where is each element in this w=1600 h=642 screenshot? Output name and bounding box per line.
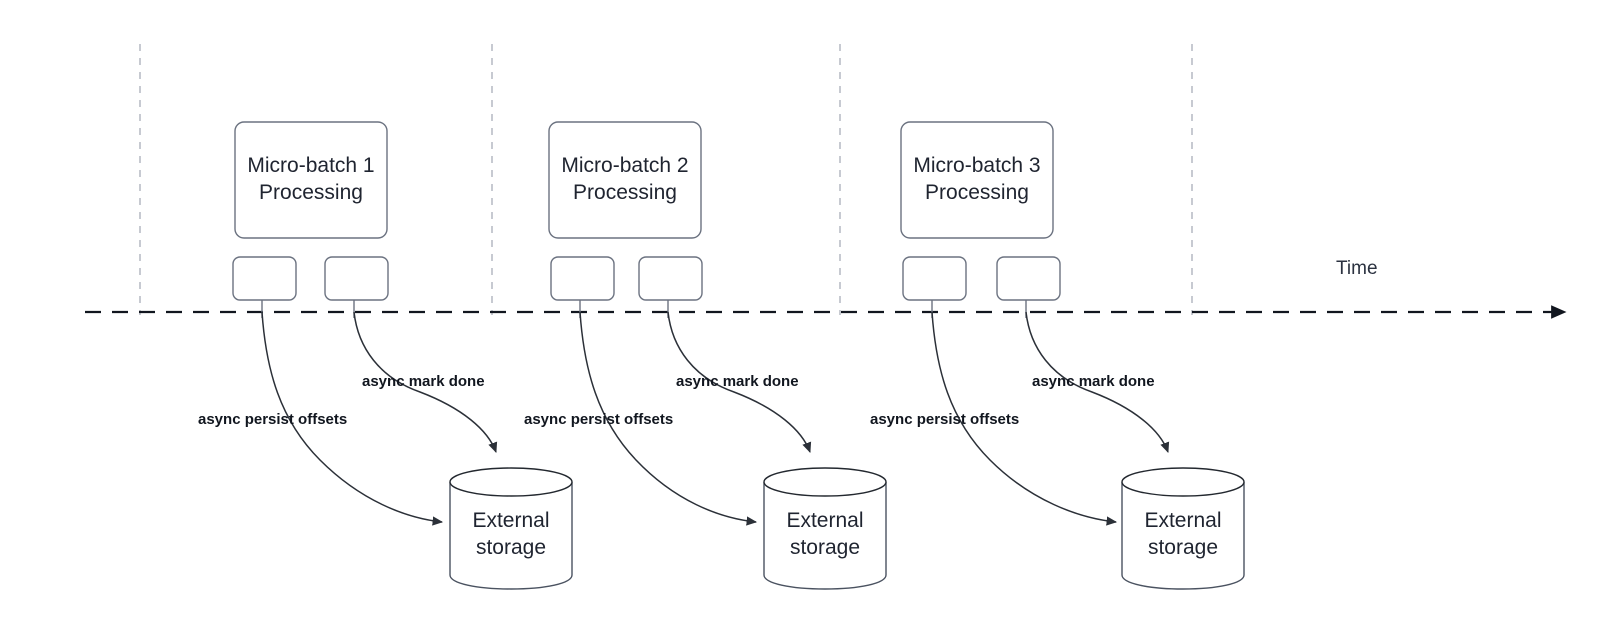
external-storage-1-body	[449, 482, 573, 590]
external-storage-1[interactable]: External storage	[449, 467, 573, 590]
microbatch-1-label-line1: Micro-batch 1	[247, 154, 374, 177]
microbatch-3-box[interactable]	[900, 121, 1054, 239]
edge-label-async-mark-done-3: async mark done	[1032, 373, 1155, 390]
microbatch-3-label-line1: Micro-batch 3	[913, 154, 1040, 177]
edge-async-persist-offsets-1	[261, 311, 444, 526]
external-storage-1-label-line2: storage	[476, 536, 546, 559]
edge-label-async-persist-offsets-1: async persist offsets	[198, 411, 347, 428]
edge-label-async-mark-done-1: async mark done	[362, 373, 485, 390]
timeline-tick-marks	[139, 44, 1193, 315]
edge-async-persist-offsets-3	[931, 311, 1118, 526]
microbatch-1-label-line2: Processing	[259, 181, 363, 204]
external-storage-3[interactable]: External storage	[1121, 467, 1245, 590]
edge-async-mark-done-2	[667, 311, 812, 453]
external-storage-1-top	[449, 467, 573, 497]
microbatch-2-label-line2: Processing	[573, 181, 677, 204]
edge-label-async-mark-done-2: async mark done	[676, 373, 799, 390]
task-box-3b[interactable]	[996, 256, 1061, 301]
task-box-3a[interactable]	[902, 256, 967, 301]
task-box-2b[interactable]	[638, 256, 703, 301]
group-1: Micro-batch 1 Processing async persist o…	[198, 121, 573, 590]
external-storage-3-body	[1121, 482, 1245, 590]
external-storage-2[interactable]: External storage	[763, 467, 887, 590]
edge-label-async-persist-offsets-2: async persist offsets	[524, 411, 673, 428]
external-storage-1-label-line1: External	[472, 509, 549, 532]
edge-async-persist-offsets-2	[579, 311, 758, 526]
external-storage-3-label-line1: External	[1144, 509, 1221, 532]
group-2: Micro-batch 2 Processing async persist o…	[524, 121, 887, 590]
group-3: Micro-batch 3 Processing async persist o…	[870, 121, 1245, 590]
task-box-2a[interactable]	[550, 256, 615, 301]
microbatch-3-label-line2: Processing	[925, 181, 1029, 204]
microbatch-2-box[interactable]	[548, 121, 702, 239]
microbatch-2-label-line1: Micro-batch 2	[561, 154, 688, 177]
external-storage-3-label-line2: storage	[1148, 536, 1218, 559]
external-storage-2-label-line2: storage	[790, 536, 860, 559]
edge-async-mark-done-3	[1025, 311, 1170, 453]
time-axis-label: Time	[1336, 258, 1378, 279]
external-storage-2-label-line1: External	[786, 509, 863, 532]
task-box-1a[interactable]	[232, 256, 297, 301]
edge-async-mark-done-1	[353, 311, 498, 453]
task-box-1b[interactable]	[324, 256, 389, 301]
external-storage-2-body	[763, 482, 887, 590]
edge-label-async-persist-offsets-3: async persist offsets	[870, 411, 1019, 428]
external-storage-2-top	[763, 467, 887, 497]
external-storage-3-top	[1121, 467, 1245, 497]
microbatch-1-box[interactable]	[234, 121, 388, 239]
